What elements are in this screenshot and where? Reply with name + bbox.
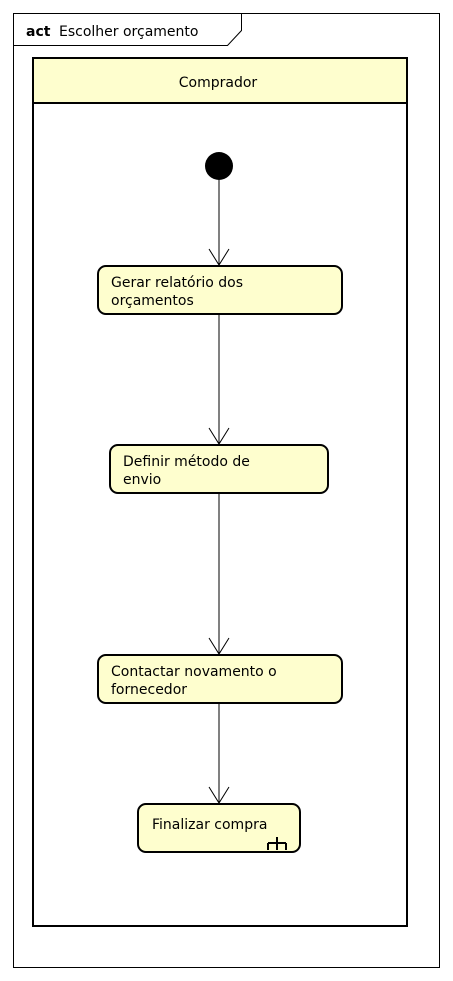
initial-node [205, 152, 233, 180]
action-label-line1: Contactar novamento o [111, 664, 277, 680]
swimlane-title: Comprador [179, 75, 258, 91]
action-contactar-fornecedor: Contactar novamento o fornecedor [97, 654, 343, 704]
frame-keyword: act [26, 24, 51, 40]
action-label-line2: orçamentos [111, 293, 194, 309]
action-gerar-relatorio: Gerar relatório dos orçamentos [97, 265, 343, 315]
action-definir-metodo: Definir método de envio [109, 444, 329, 494]
action-label-line1: Definir método de [123, 454, 250, 470]
action-finalizar-compra: Finalizar compra [137, 803, 301, 853]
action-label-line1: Gerar relatório dos [111, 275, 243, 291]
action-label-line1: Finalizar compra [152, 817, 267, 833]
action-label-line2: envio [123, 472, 161, 488]
action-label-line2: fornecedor [111, 682, 187, 698]
rake-icon [267, 837, 287, 850]
diagram-frame: act Escolher orçamento [13, 13, 440, 968]
swimlane-comprador: Comprador [32, 57, 408, 927]
frame-title: Escolher orçamento [59, 24, 198, 40]
